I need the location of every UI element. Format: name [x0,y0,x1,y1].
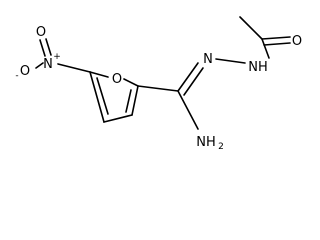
bond-c4-c5 [89,71,105,123]
bond-nitro-n-o-double-b [45,38,52,56]
structure-diagram: O - N + O O N NH NH 2 O [15,16,302,152]
bond-carbonyl-c-o-b [263,42,291,46]
atom-nitro-n-charge: + [53,52,61,62]
atom-nitro-o-minus: O [20,64,30,79]
bond-carbonyl-c-methyl [239,16,263,40]
atom-amine-nh2-subscript: 2 [218,142,224,152]
bond-c5-o1 [89,71,109,78]
atom-nitro-o-minus-charge: - [15,71,18,81]
bond-c4-c5-inner [96,77,109,115]
bond-nitro-n-o-minus [35,62,44,69]
bond-nitro-n-c5 [57,63,91,73]
atom-amine-nh2: NH [196,135,216,150]
bond-nitro-n-o-double-a [39,39,46,57]
atom-nitro-o-double: O [36,25,46,40]
bond-c2-c3 [131,85,139,116]
bond-o1-c2 [123,78,139,87]
atom-carbonyl-o: O [292,34,302,49]
bonds [35,16,291,130]
bond-amidine-c-nh2 [177,90,199,130]
atom-nitro-n: N [43,57,53,72]
molecule-svg: O - N + O O N NH NH 2 O [15,16,302,152]
bond-nh-carbonyl-c [261,38,270,59]
atom-labels: O - N + O O N NH NH 2 O [15,25,302,152]
bond-amidine-c-n-b [183,67,204,96]
atom-amide-nh: NH [248,60,268,75]
bond-c3-c4 [103,114,133,123]
atom-hydrazone-n: N [203,52,213,67]
bond-n-nh [215,58,246,64]
bond-amidine-c-n-a [177,62,199,92]
bond-c2-c3-inner [125,89,132,113]
bond-c2-amidine-c [137,85,179,92]
atom-furan-o: O [112,72,122,87]
bond-carbonyl-c-o-a [261,36,291,40]
